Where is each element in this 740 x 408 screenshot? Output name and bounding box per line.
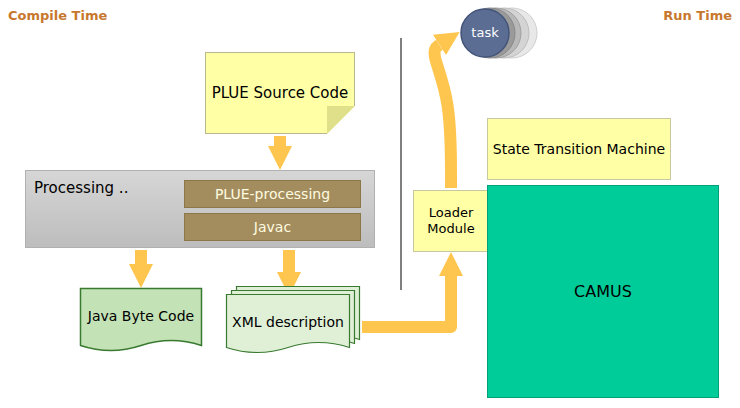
- state-machine-box: State Transition Machine: [487, 118, 671, 180]
- node-text: task: [471, 25, 498, 41]
- flow-arrow: [362, 276, 451, 327]
- flow-arrow: [135, 250, 147, 264]
- divider-line: [401, 38, 402, 290]
- process-box: PLUE-processing: [184, 180, 361, 208]
- flow-arrow: [283, 250, 295, 272]
- xml-documents: XML description: [226, 286, 360, 356]
- source-note: PLUE Source Code: [205, 52, 355, 134]
- task-circle: task: [460, 8, 510, 58]
- node-text: PLUE-processing: [215, 186, 330, 203]
- flow-arrow: [434, 45, 451, 188]
- bytecode-document: Java Byte Code: [80, 288, 202, 354]
- processing-band: Processing .. PLUE-processingJavac: [25, 170, 375, 248]
- camus-box: CAMUS: [487, 185, 719, 398]
- loader-box: Loader Module: [413, 190, 489, 252]
- node-text: Loader Module: [414, 205, 488, 236]
- node-text: State Transition Machine: [493, 141, 665, 158]
- flow-arrow: [274, 136, 286, 146]
- node-text: XML description: [232, 314, 344, 331]
- note-fold: [327, 106, 355, 134]
- node-text: Javac: [254, 219, 291, 236]
- section-label: Compile Time: [8, 8, 107, 23]
- section-label: Run Time: [663, 8, 732, 23]
- node-text: PLUE Source Code: [212, 84, 349, 102]
- node-text: Java Byte Code: [88, 308, 194, 325]
- process-box: Javac: [184, 213, 361, 241]
- node-text: CAMUS: [574, 282, 632, 301]
- band-heading: Processing ..: [34, 179, 128, 197]
